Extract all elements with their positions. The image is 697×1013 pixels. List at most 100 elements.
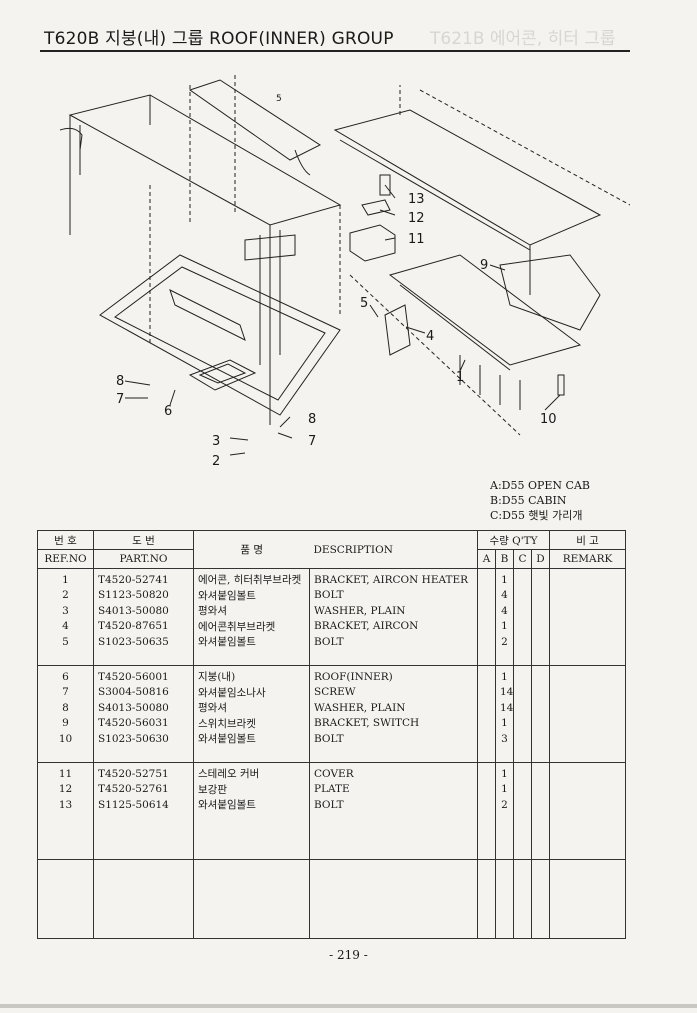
cell-a bbox=[477, 634, 496, 650]
header-part-kr: 도 번 bbox=[93, 530, 194, 550]
cell-remark bbox=[549, 587, 627, 603]
cell-c bbox=[513, 618, 532, 634]
blank-row bbox=[37, 812, 627, 828]
cell-remark bbox=[549, 634, 627, 650]
cell-name bbox=[193, 828, 310, 844]
cell-desc bbox=[309, 859, 478, 876]
cell-c bbox=[513, 859, 532, 876]
cell-d bbox=[530, 781, 551, 797]
cell-d bbox=[530, 587, 551, 603]
cell-name bbox=[193, 922, 310, 939]
cell-c bbox=[513, 700, 532, 716]
cell-remark bbox=[549, 859, 627, 876]
cell-remark bbox=[549, 781, 627, 797]
header-qty: 수량 Q'TY bbox=[476, 530, 551, 550]
cell-desc bbox=[309, 922, 478, 939]
cell-c bbox=[513, 746, 532, 763]
cell-b: 1 bbox=[495, 781, 514, 797]
cell-c bbox=[513, 731, 532, 747]
cell-remark bbox=[549, 843, 627, 860]
cell-name: 보강판 bbox=[193, 781, 310, 797]
cell-c bbox=[513, 665, 532, 685]
callout-11: 11 bbox=[408, 232, 425, 247]
cell-desc bbox=[309, 812, 478, 828]
cell-ref bbox=[37, 812, 94, 828]
cell-d bbox=[530, 568, 551, 588]
cell-name: 와셔붙임볼트 bbox=[193, 634, 310, 650]
cell-ref bbox=[37, 649, 94, 666]
callout-9: 9 bbox=[480, 258, 488, 273]
cell-a bbox=[477, 797, 496, 813]
cell-ref bbox=[37, 843, 94, 860]
page-title: T620B 지붕(내) 그룹 ROOF(INNER) GROUP bbox=[44, 29, 394, 49]
cell-b: 4 bbox=[495, 603, 514, 619]
cell-remark bbox=[549, 715, 627, 731]
blank-row bbox=[37, 859, 627, 876]
cell-part: T4520-52751 bbox=[93, 762, 194, 782]
cell-c bbox=[513, 603, 532, 619]
cell-d bbox=[530, 812, 551, 828]
cell-b: 1 bbox=[495, 568, 514, 588]
cell-a bbox=[477, 746, 496, 763]
cell-a bbox=[477, 700, 496, 716]
cell-c bbox=[513, 891, 532, 907]
cell-a bbox=[477, 715, 496, 731]
cell-desc bbox=[309, 746, 478, 763]
cell-c bbox=[513, 812, 532, 828]
cell-name bbox=[193, 649, 310, 666]
cell-d bbox=[530, 859, 551, 876]
cell-remark bbox=[549, 649, 627, 666]
cell-b bbox=[495, 875, 514, 891]
cell-name bbox=[193, 906, 310, 922]
cell-part bbox=[93, 875, 194, 891]
cell-desc: BRACKET, SWITCH bbox=[309, 715, 478, 731]
cell-d bbox=[530, 906, 551, 922]
cell-desc: BRACKET, AIRCON bbox=[309, 618, 478, 634]
cell-desc: ROOF(INNER) bbox=[309, 665, 478, 685]
cell-ref: 6 bbox=[37, 665, 94, 685]
header-qty-c: C bbox=[513, 549, 532, 569]
cell-b: 1 bbox=[495, 618, 514, 634]
blank-row bbox=[37, 875, 627, 891]
cell-desc: COVER bbox=[309, 762, 478, 782]
cell-name bbox=[193, 875, 310, 891]
cell-d bbox=[530, 922, 551, 939]
cell-ref: 10 bbox=[37, 731, 94, 747]
cell-d bbox=[530, 762, 551, 782]
cell-b bbox=[495, 843, 514, 860]
cell-desc: BRACKET, AIRCON HEATER bbox=[309, 568, 478, 588]
cell-remark bbox=[549, 665, 627, 685]
cell-name: 와셔붙임볼트 bbox=[193, 731, 310, 747]
cell-remark bbox=[549, 891, 627, 907]
cell-ref bbox=[37, 746, 94, 763]
cell-b bbox=[495, 906, 514, 922]
cell-part: T4520-87651 bbox=[93, 618, 194, 634]
cell-a bbox=[477, 843, 496, 860]
callout-7b: 7 bbox=[308, 434, 316, 449]
cell-ref: 2 bbox=[37, 587, 94, 603]
cell-a bbox=[477, 587, 496, 603]
cell-d bbox=[530, 875, 551, 891]
header-remark-kr: 비 고 bbox=[549, 530, 627, 550]
header-qty-d: D bbox=[530, 549, 551, 569]
cell-part: T4520-52741 bbox=[93, 568, 194, 588]
cell-remark bbox=[549, 684, 627, 700]
cell-b bbox=[495, 922, 514, 939]
cell-part bbox=[93, 922, 194, 939]
cell-part: S1023-50630 bbox=[93, 731, 194, 747]
cell-desc bbox=[309, 906, 478, 922]
callout-13: 13 bbox=[408, 192, 425, 207]
cell-c bbox=[513, 649, 532, 666]
cell-b bbox=[495, 859, 514, 876]
blank-row bbox=[37, 843, 627, 860]
cell-ref: 8 bbox=[37, 700, 94, 716]
title-underline bbox=[40, 50, 630, 52]
callout-6: 6 bbox=[164, 404, 172, 419]
cell-d bbox=[530, 603, 551, 619]
